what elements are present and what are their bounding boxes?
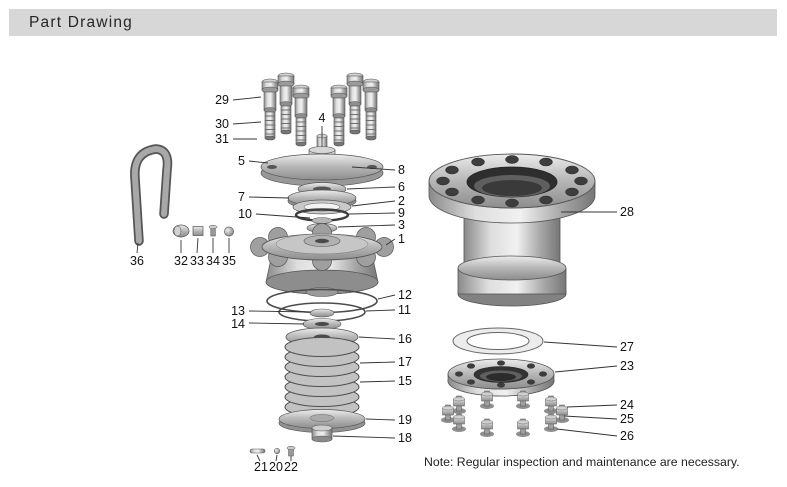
- callout-20: 20: [269, 460, 283, 474]
- part-10-sleeve: [311, 217, 333, 224]
- callout-14: 14: [231, 317, 245, 331]
- callout-36: 36: [130, 254, 144, 268]
- part-32-plug: [172, 224, 190, 238]
- callout-13: 13: [231, 304, 245, 318]
- callout-19: 19: [398, 413, 412, 427]
- right-assembly: [428, 153, 596, 437]
- callout-4: 4: [319, 111, 326, 125]
- callout-34: 34: [206, 254, 220, 268]
- maintenance-note: Note: Regular inspection and maintenance…: [424, 455, 740, 469]
- part-36-handle-rod: [130, 144, 173, 246]
- callout-29: 29: [215, 93, 229, 107]
- callout-12: 12: [398, 288, 412, 302]
- callout-25: 25: [620, 412, 634, 426]
- callout-11: 11: [398, 303, 411, 317]
- callout-7: 7: [238, 190, 245, 204]
- callout-1: 1: [398, 232, 405, 246]
- callout-labels: 29 30 31 4 5 7 10 8 6 2 9 3 1 12 11 13 1…: [130, 93, 634, 474]
- left-assembly: [130, 72, 394, 457]
- callout-22: 22: [284, 460, 298, 474]
- callout-10: 10: [238, 207, 252, 221]
- callout-9: 9: [398, 206, 405, 220]
- callout-21: 21: [254, 460, 268, 474]
- callout-18: 18: [398, 431, 412, 445]
- part-1-bonnet: [250, 223, 394, 297]
- callout-32: 32: [174, 254, 188, 268]
- part-21-pin: [249, 448, 266, 454]
- callout-30: 30: [215, 117, 229, 131]
- callout-33: 33: [190, 254, 204, 268]
- callout-27: 27: [620, 340, 634, 354]
- callout-16: 16: [398, 332, 412, 346]
- part-5-cover-plate: [260, 146, 384, 187]
- callout-6: 6: [398, 180, 405, 194]
- page-header: Part Drawing: [9, 9, 777, 36]
- callout-23: 23: [620, 359, 634, 373]
- part-19-bottom-plate: [278, 409, 366, 433]
- part-22-screw: [286, 445, 296, 457]
- callout-35: 35: [222, 254, 236, 268]
- leader-lines: [136, 96, 618, 462]
- part-17-spring: [284, 337, 360, 417]
- callout-8: 8: [398, 163, 405, 177]
- callout-26: 26: [620, 429, 634, 443]
- part-28-flanged-body: [428, 153, 596, 307]
- callout-15: 15: [398, 374, 412, 388]
- part-27-gasket: [452, 327, 544, 355]
- part-18-nut: [311, 424, 333, 443]
- part-35-ball: [224, 226, 234, 237]
- page-title: Part Drawing: [29, 13, 133, 31]
- callout-24: 24: [620, 398, 634, 412]
- part-23-flange: [447, 358, 555, 397]
- callout-31: 31: [215, 132, 229, 146]
- callout-5: 5: [238, 154, 245, 168]
- part-13-bushing: [309, 308, 335, 318]
- part-20-ball: [273, 447, 281, 455]
- callout-2: 2: [398, 194, 405, 208]
- part-33-square-nut: [192, 226, 204, 236]
- callout-28: 28: [620, 205, 634, 219]
- callout-3: 3: [398, 218, 405, 232]
- part-24-26-bolt-circle: [441, 390, 569, 437]
- part-34-set-screw: [208, 224, 218, 237]
- callout-17: 17: [398, 355, 412, 369]
